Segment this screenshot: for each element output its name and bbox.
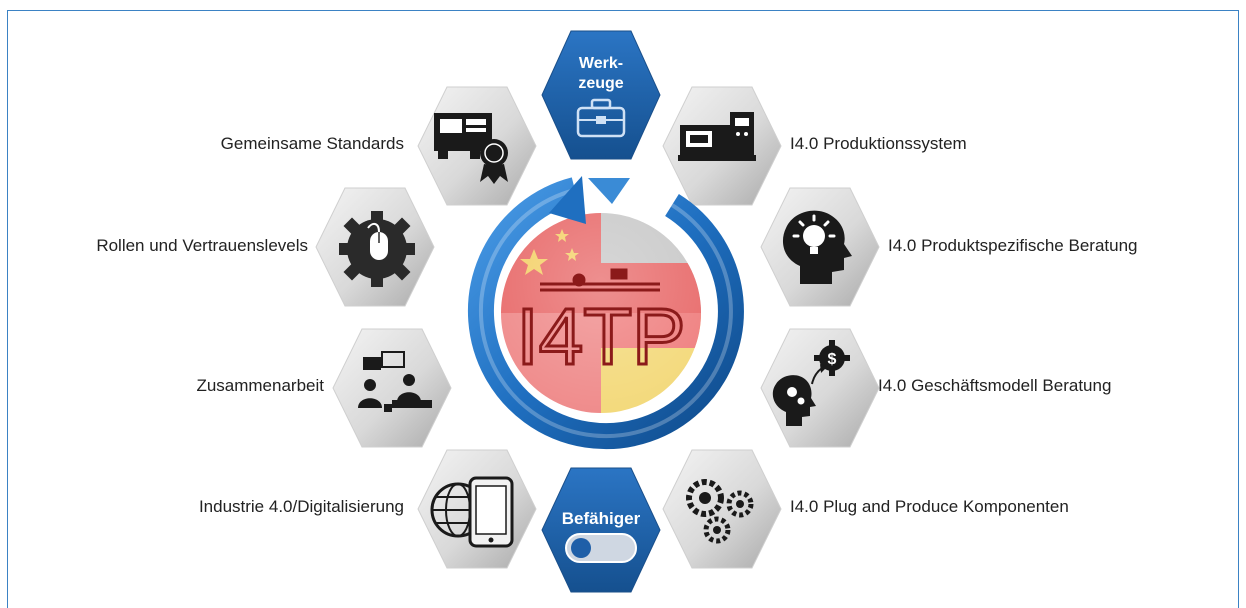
label-rollen-vertrauenslevels: Rollen und Vertrauenslevels <box>96 236 308 255</box>
hex-gemeinsame-standards <box>417 86 537 206</box>
label-produktionssystem: I4.0 Produktionssystem <box>790 134 967 153</box>
hex-produktionssystem <box>662 86 782 206</box>
hex-rollen-vertrauenslevels <box>315 187 435 307</box>
collaboration-icon <box>358 351 432 412</box>
werkzeuge-label-line2: zeuge <box>578 75 623 92</box>
label-gemeinsame-standards: Gemeinsame Standards <box>220 134 404 153</box>
head-dollar-icon: $ <box>772 340 850 426</box>
hex-geschaeftsmodell-beratung: $ <box>760 328 880 448</box>
center-logo: I4TP <box>467 176 744 450</box>
werkzeuge-label-line1: Werk- <box>579 55 623 72</box>
hex-werkzeuge: Werk- zeuge <box>541 30 661 160</box>
label-zusammenarbeit: Zusammenarbeit <box>196 376 324 395</box>
label-plug-and-produce: I4.0 Plug and Produce Komponenten <box>790 497 1069 516</box>
label-produktspezifische-beratung: I4.0 Produktspezifische Beratung <box>888 236 1138 255</box>
i4tp-logo-text: I4TP <box>517 292 686 381</box>
label-geschaeftsmodell-beratung: I4.0 Geschäftsmodell Beratung <box>878 376 1112 395</box>
hex-zusammenarbeit <box>332 328 452 448</box>
hex-plug-and-produce <box>662 449 782 569</box>
label-industrie-digitalisierung: Industrie 4.0/Digitalisierung <box>198 497 404 516</box>
svg-text:$: $ <box>828 351 837 368</box>
certified-machine-icon <box>434 113 508 184</box>
hex-befaehiger: Befähiger <box>541 467 661 593</box>
gear-mouse-icon <box>339 211 415 287</box>
hex-produktspezifische-beratung <box>760 187 880 307</box>
toolbox-icon <box>576 98 626 138</box>
hex-industrie-digitalisierung <box>417 449 537 569</box>
cnc-machine-icon <box>678 112 756 161</box>
globe-tablet-icon <box>430 476 514 548</box>
diagram-frame <box>7 10 1239 608</box>
toggle-switch-icon <box>565 533 637 563</box>
gears-icon <box>686 479 754 544</box>
head-lightbulb-icon <box>782 210 852 284</box>
befaehiger-label: Befähiger <box>562 509 641 528</box>
